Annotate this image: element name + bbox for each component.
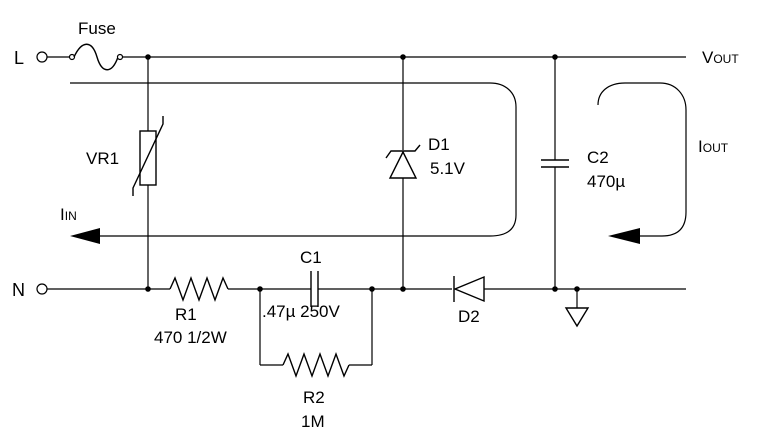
iout-current-path xyxy=(597,82,687,237)
r2-value: 1M xyxy=(301,412,325,431)
c2-capacitor xyxy=(541,159,569,168)
d2-label: D2 xyxy=(458,307,480,326)
c1-value: .47µ 250V xyxy=(262,302,341,321)
junction-dots xyxy=(145,54,580,292)
iin-arrow-icon xyxy=(70,228,100,244)
d2-diode xyxy=(453,275,485,303)
r2-resistor xyxy=(282,351,350,379)
c2-label: C2 xyxy=(587,148,609,167)
vr1-label: VR1 xyxy=(86,149,119,168)
r1-resistor xyxy=(169,275,229,303)
line-terminal[interactable] xyxy=(36,51,48,63)
neutral-terminal-label: N xyxy=(12,280,25,300)
fuse-symbol xyxy=(68,43,124,71)
d1-value: 5.1V xyxy=(430,159,466,178)
ground-icon xyxy=(564,307,590,328)
vout-label: VOUT xyxy=(702,48,739,67)
iin-current-path xyxy=(70,82,517,237)
iout-label: IOUT xyxy=(698,137,729,156)
r2-label: R2 xyxy=(303,388,325,407)
line-terminal-label: L xyxy=(14,48,24,68)
c2-value: 470µ xyxy=(587,172,625,191)
neutral-terminal[interactable] xyxy=(36,283,48,295)
d1-label: D1 xyxy=(428,135,450,154)
fuse-label: Fuse xyxy=(78,19,116,38)
iin-label: IIN xyxy=(60,205,77,224)
c1-label: C1 xyxy=(300,248,322,267)
r1-label: R1 xyxy=(175,305,197,324)
r1-value: 470 1/2W xyxy=(154,328,227,347)
iout-arrow-icon xyxy=(608,228,640,244)
